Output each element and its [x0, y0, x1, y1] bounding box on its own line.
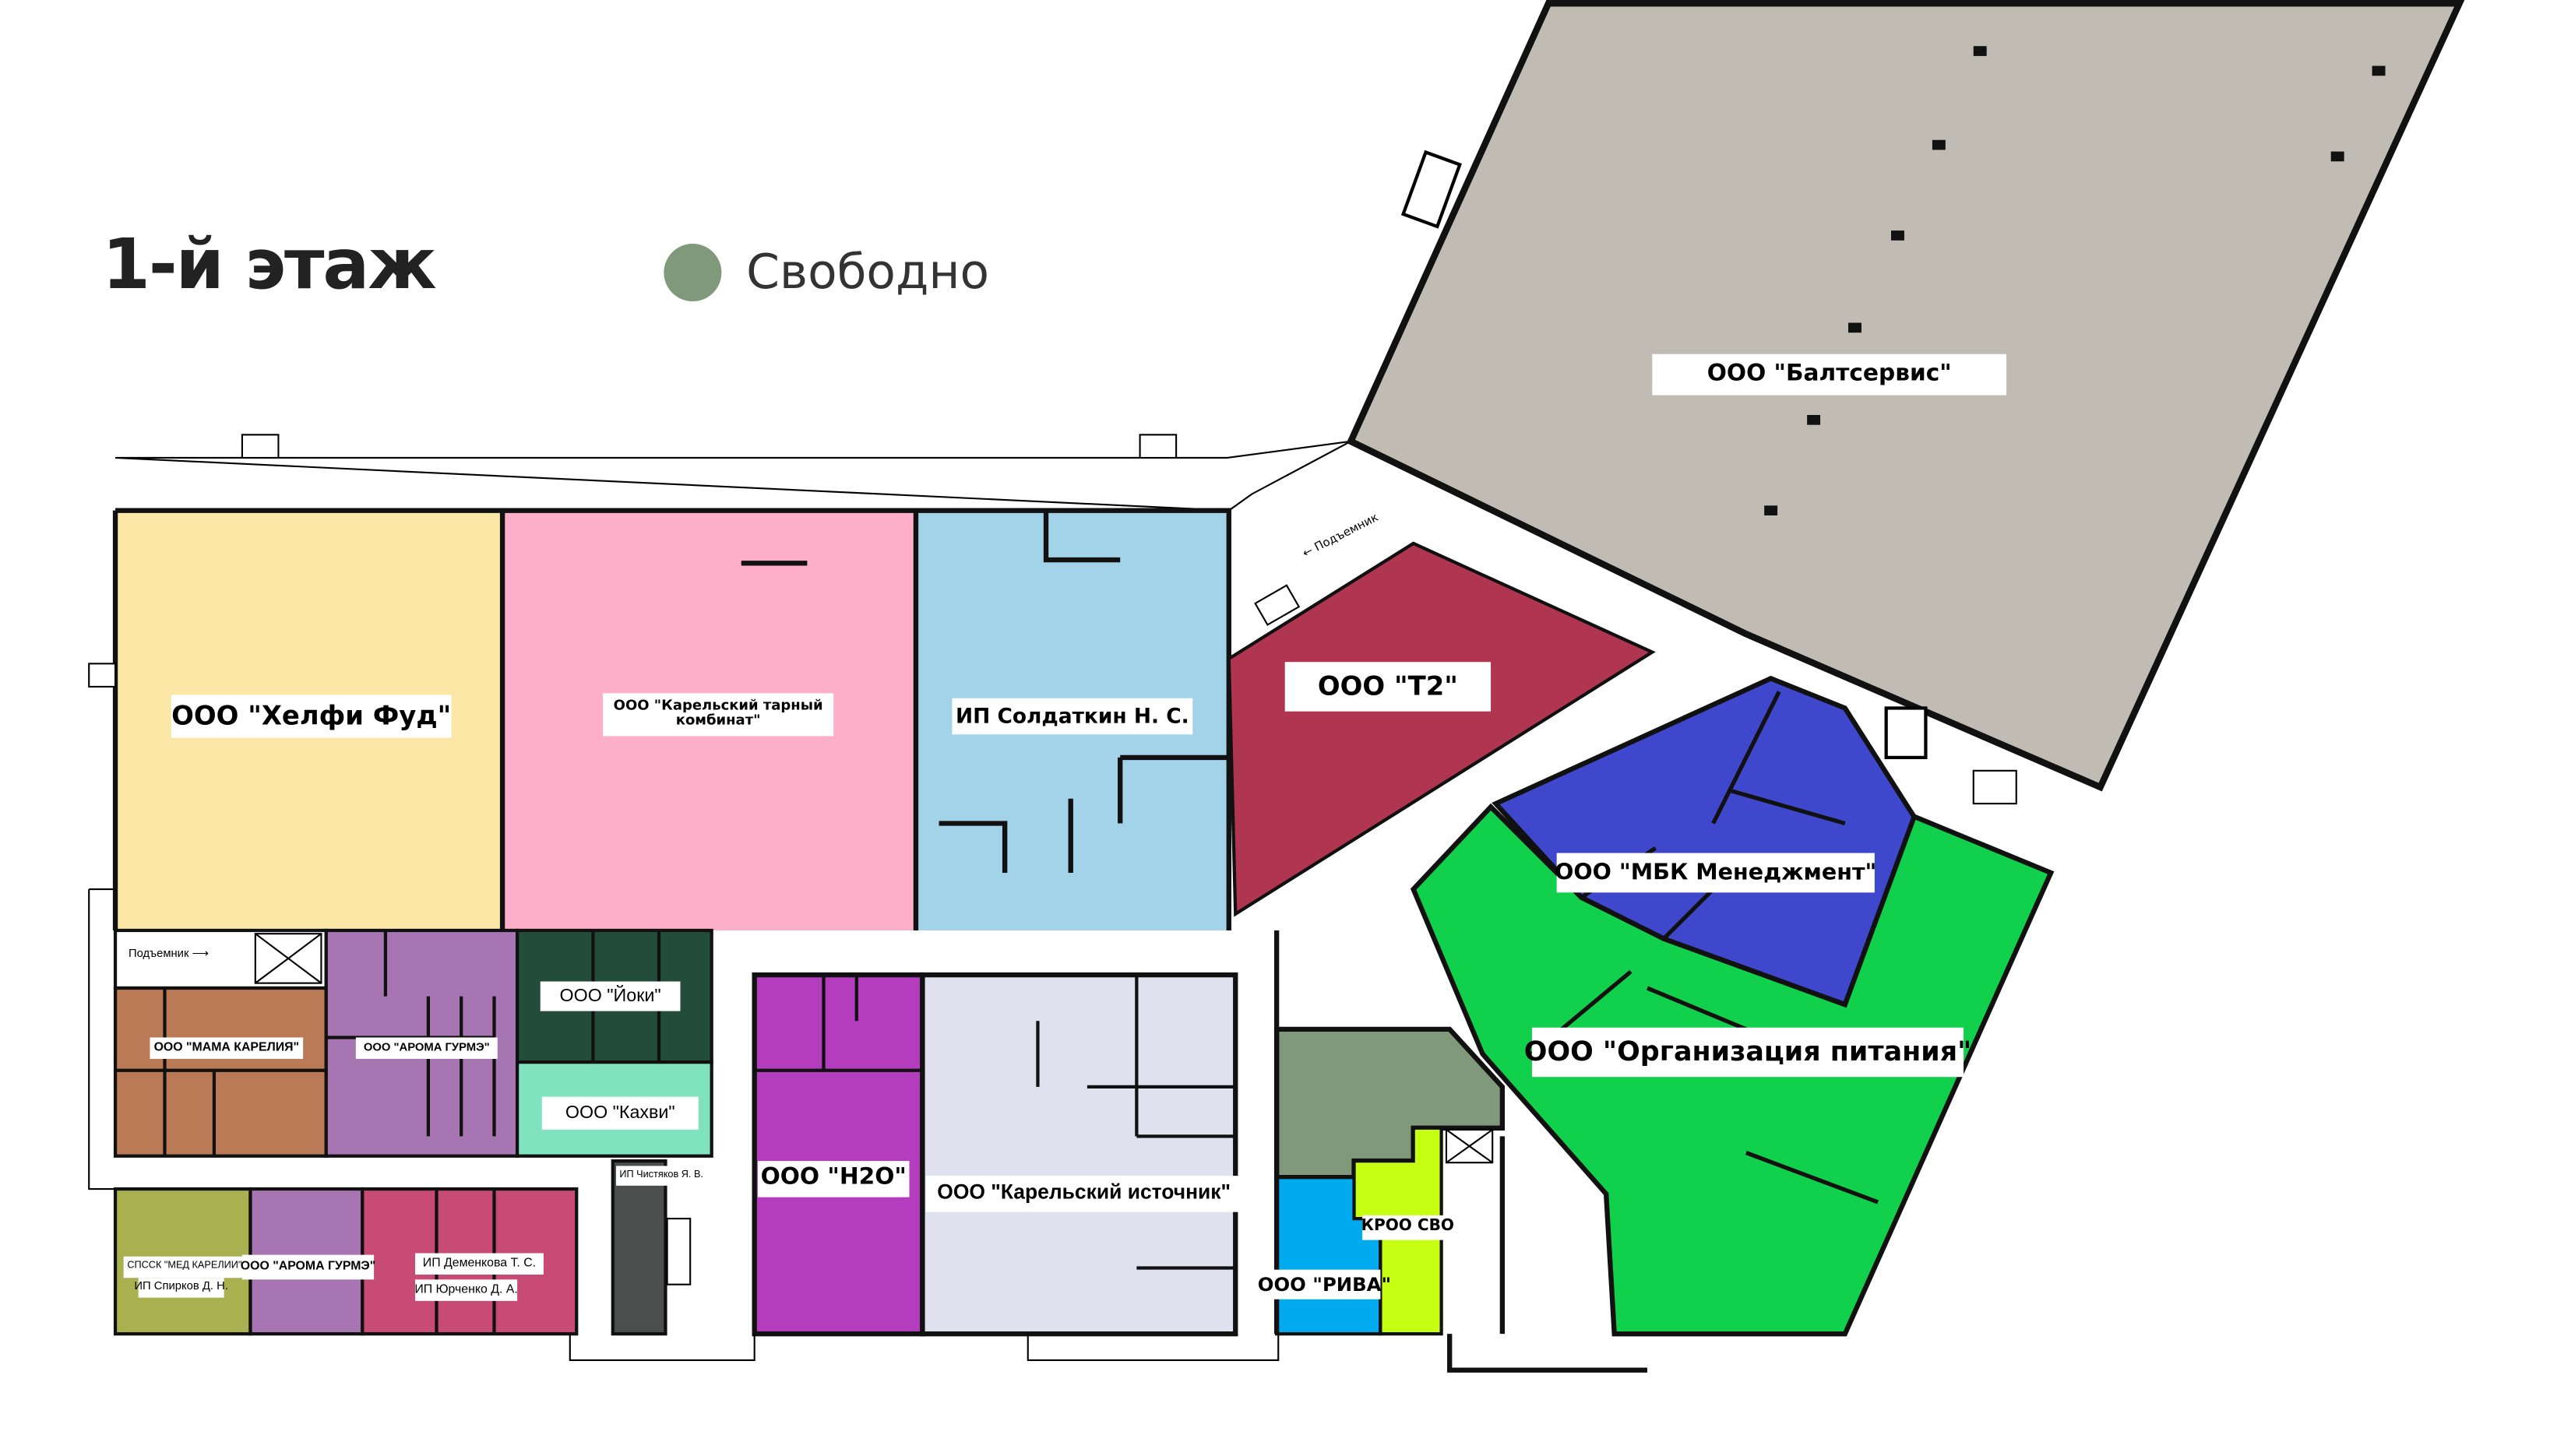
label-med-karelii: СПССК "МЕД КАРЕЛИИ": [123, 1256, 246, 1278]
lift-label: Подъемник: [128, 948, 189, 961]
label-ktk-line2: комбинат": [675, 712, 761, 730]
walls: [1273, 930, 1648, 1373]
entrances: [569, 1334, 1280, 1362]
lift-shaft-cross: [1446, 1129, 1493, 1164]
unit-karelsky-istochnik[interactable]: [920, 972, 1238, 1337]
label-org-pitaniya: ООО "Организация питания": [1524, 1027, 1971, 1078]
lift-shaft-icon: [1884, 706, 1928, 760]
label-ktk-line1: ООО "Карельский тарный: [613, 698, 823, 715]
unit-h2o[interactable]: [752, 972, 925, 1337]
label-demenkova: ИП Деменкова Т. С.: [414, 1253, 544, 1275]
page-title: 1-й этаж: [102, 223, 437, 305]
walls: [741, 510, 1229, 873]
stair-icon: [1139, 434, 1178, 459]
walls: [754, 975, 1236, 1270]
columns: [1764, 46, 2386, 515]
label-baltservis: ООО "Балтсервис": [1652, 353, 2007, 396]
unit-chistyakov[interactable]: [611, 1159, 667, 1336]
unit-mbk[interactable]: [1492, 675, 1918, 1008]
label-kroo-svo: КРОО СВО: [1361, 1215, 1454, 1240]
label-lift-left: Подъемник ⟶: [128, 948, 209, 961]
label-aroma-gurme-2: ООО "АРОМА ГУРМЭ": [241, 1254, 375, 1280]
walls: [112, 508, 1231, 930]
label-t2: ООО "Т2": [1284, 662, 1492, 712]
stair-icon: [666, 1218, 692, 1285]
label-spirkov: ИП Спирков Д. Н.: [134, 1278, 228, 1298]
lift-shaft-cross: [255, 933, 322, 984]
label-kahvi: ООО "Кахви": [541, 1096, 699, 1130]
unit-t2[interactable]: [1227, 541, 1656, 917]
label-soldatkin: ИП Солдаткин Н. С.: [952, 698, 1193, 735]
label-yoki: ООО "Йоки": [540, 981, 681, 1011]
label-mama-karelia: ООО "МАМА КАРЕЛИЯ": [150, 1037, 304, 1059]
walls: [88, 888, 116, 1190]
stair-icon: [88, 663, 117, 688]
label-mbk: ООО "МБК Менеджмент": [1555, 853, 1876, 893]
stair-icon: [241, 434, 280, 459]
legend-free-swatch: [664, 244, 722, 302]
label-helfi: ООО "Хелфи Фуд": [171, 695, 452, 738]
label-riva: ООО "РИВА": [1258, 1269, 1391, 1299]
label-chistyakov: ИП Чистяков Я. В.: [616, 1166, 707, 1186]
label-h2o: ООО "Н2О": [757, 1161, 910, 1198]
label-karelsky-istochnik: ООО "Карельский источник": [925, 1176, 1242, 1212]
legend-free-label: Свободно: [746, 244, 989, 300]
lift-shaft-icon: [1254, 584, 1301, 626]
label-aroma-gurme-1: ООО "АРОМА ГУРМЭ": [355, 1037, 498, 1059]
label-yurchenko: ИП Юрченко Д. А.: [414, 1279, 518, 1301]
stair-icon: [1400, 149, 1462, 229]
building-outline: [114, 440, 1351, 512]
label-ktk: ООО "Карельский тарный комбинат": [603, 693, 834, 737]
stair-icon: [1972, 769, 2017, 805]
